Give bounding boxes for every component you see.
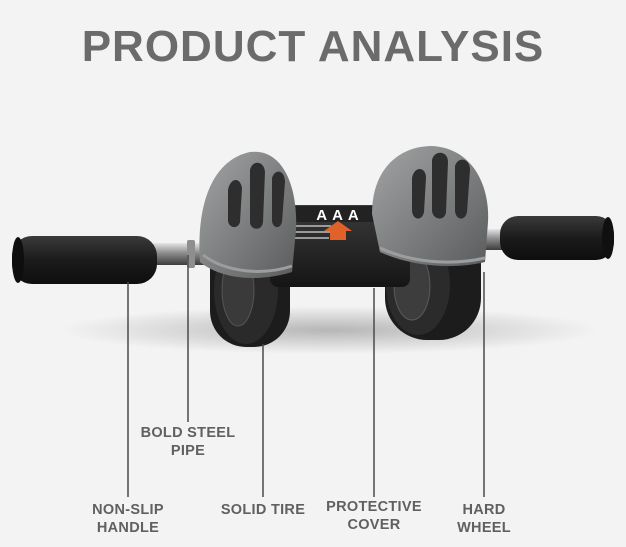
floor-shadow: [60, 306, 600, 354]
left-foam-grip: [12, 236, 157, 284]
leader-lines: [127, 255, 485, 497]
arrow-icon: [324, 221, 352, 240]
left-cover: [199, 151, 297, 278]
label-solid-tire: SOLID TIRE: [220, 502, 306, 518]
right-foam-grip: [500, 216, 614, 260]
right-cover: [372, 146, 489, 267]
left-handle: [12, 236, 212, 284]
page-title: PRODUCT ANALYSIS: [81, 22, 545, 71]
left-steel-pipe: [150, 243, 212, 265]
right-handle: [476, 216, 614, 260]
band-text: AAA: [316, 207, 364, 224]
